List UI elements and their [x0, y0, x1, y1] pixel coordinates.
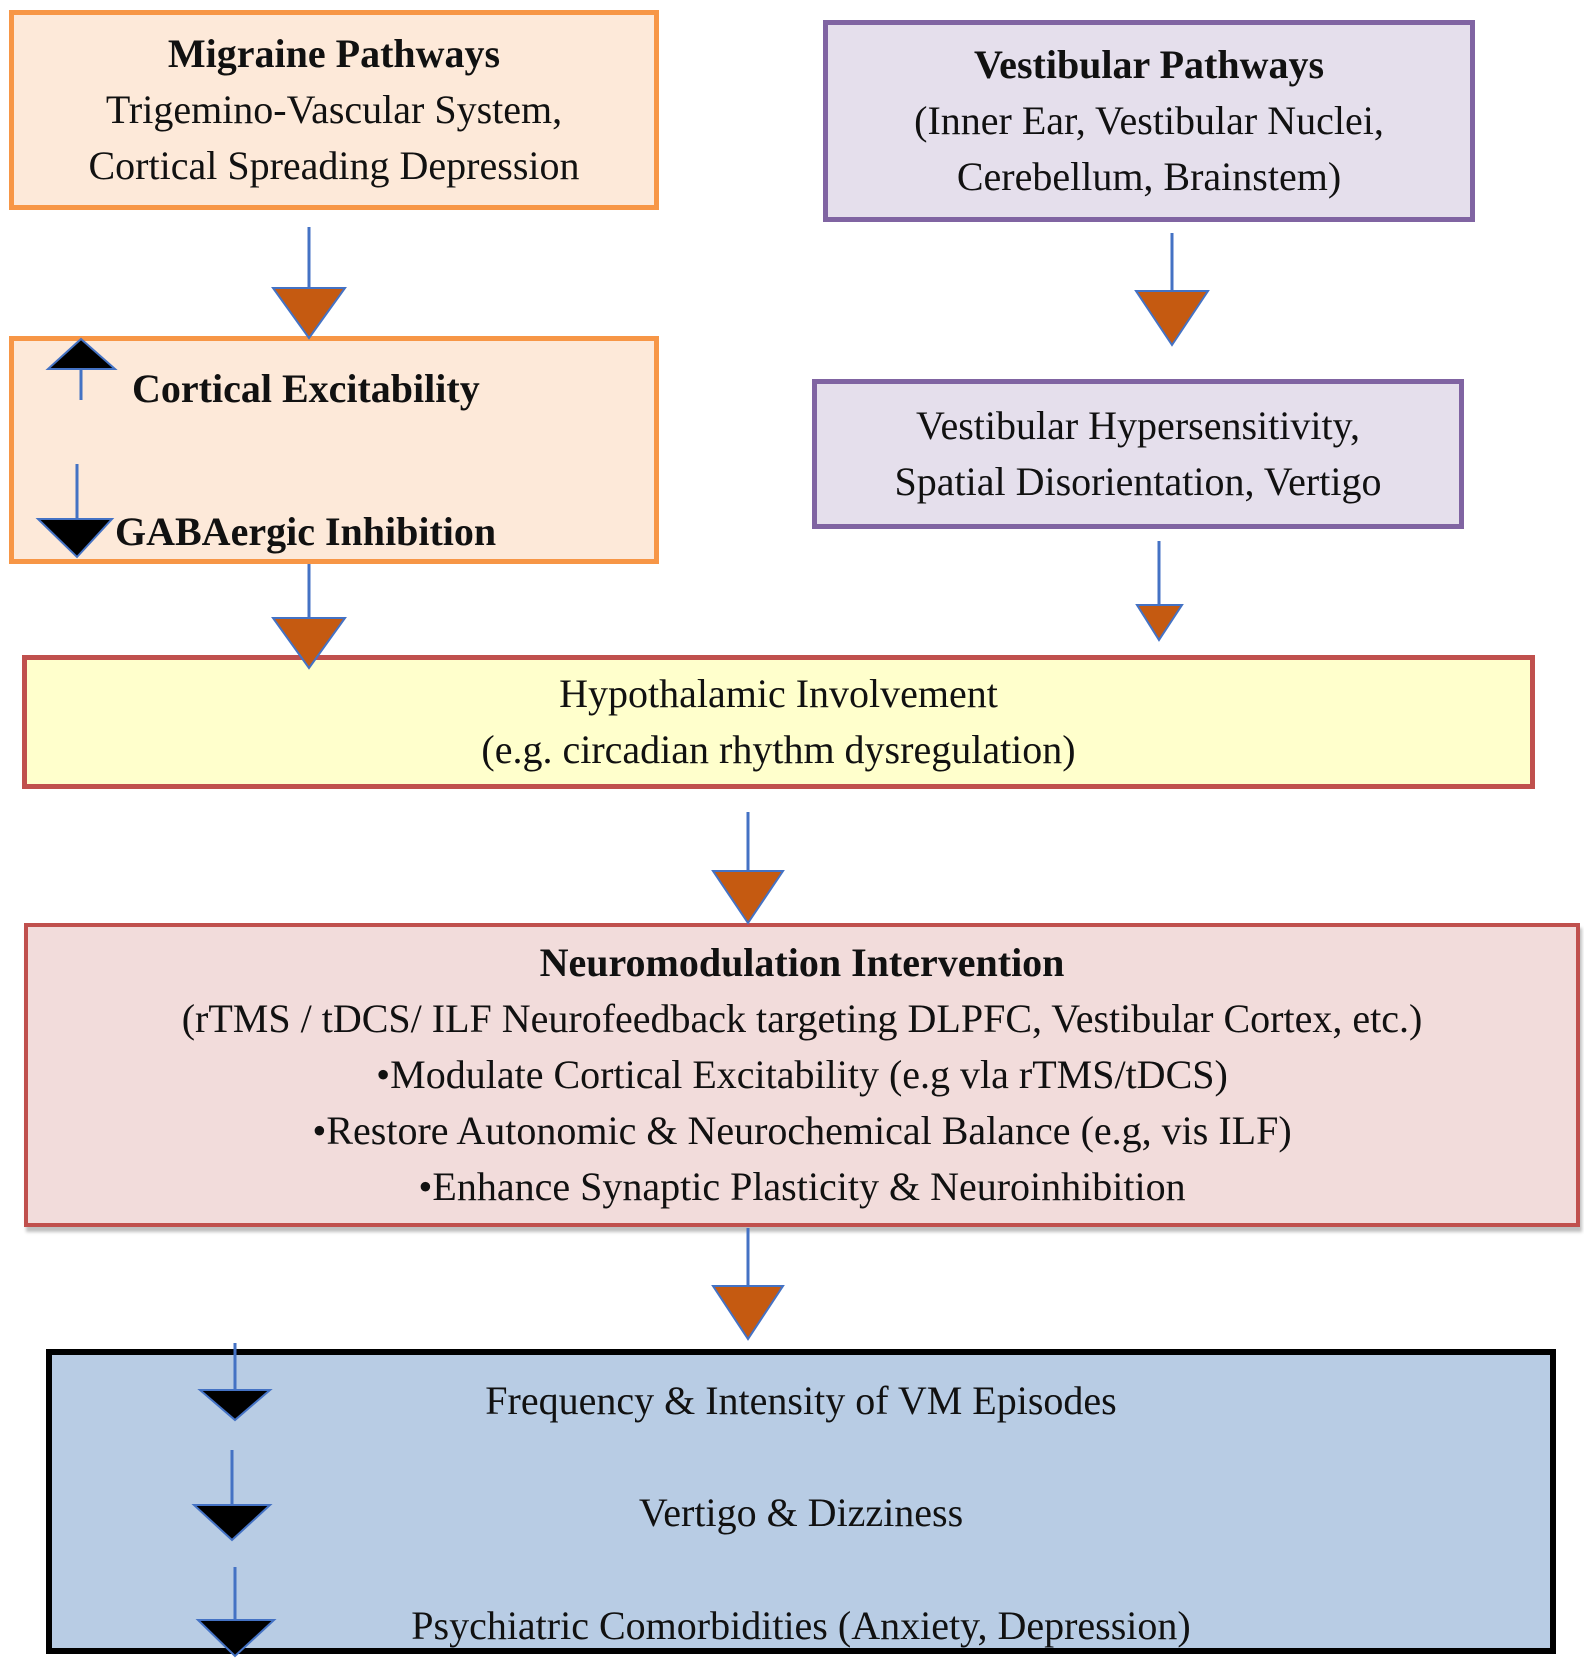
cortical-excitability-box: Cortical Excitability GABAergic Inhibiti…	[9, 336, 659, 564]
vestibular-pathways-line-2: Cerebellum, Brainstem)	[956, 154, 1342, 199]
hypothalamic-line-2: (e.g. circadian rhythm dysregulation)	[481, 727, 1076, 772]
vestibular-symptoms-box: Vestibular Hypersensitivity, Spatial Dis…	[812, 379, 1464, 529]
migraine-pathways-title: Migraine Pathways	[167, 31, 501, 76]
outcome-vm-episodes: Frequency & Intensity of VM Episodes	[485, 1378, 1117, 1423]
neuromodulation-targets: (rTMS / tDCS/ ILF Neurofeedback targetin…	[181, 996, 1423, 1041]
cortical-excitability-label: Cortical Excitability	[132, 366, 480, 411]
arrow-symptoms-to-hypothalamic	[1135, 541, 1184, 642]
arrow-cortical-to-hypothalamic	[271, 564, 347, 670]
vestibular-pathways-line-1: (Inner Ear, Vestibular Nuclei,	[914, 98, 1384, 143]
hypothalamic-line-1: Hypothalamic Involvement	[559, 671, 998, 716]
migraine-pathways-line-1: Trigemino-Vascular System,	[105, 87, 563, 132]
vestibular-symptoms-line-1: Vestibular Hypersensitivity,	[915, 403, 1360, 448]
neuromodulation-title: Neuromodulation Intervention	[539, 940, 1065, 985]
vestibular-pathways-title: Vestibular Pathways	[973, 42, 1325, 87]
neuromodulation-bullet-1: •Modulate Cortical Excitability (e.g vla…	[376, 1052, 1228, 1097]
vestibular-pathways-box: Vestibular Pathways (Inner Ear, Vestibul…	[823, 20, 1475, 222]
vestibular-symptoms-line-2: Spatial Disorientation, Vertigo	[894, 459, 1382, 504]
gabaergic-inhibition-label: GABAergic Inhibition	[115, 509, 497, 554]
arrow-head-icon	[711, 1285, 785, 1341]
migraine-pathways-line-2: Cortical Spreading Depression	[88, 143, 580, 188]
arrow-head-icon	[271, 287, 347, 340]
neuromodulation-intervention-box: Neuromodulation Intervention (rTMS / tDC…	[24, 923, 1580, 1227]
outcomes-box: Frequency & Intensity of VM Episodes Ver…	[46, 1349, 1556, 1654]
neuromodulation-bullet-2: •Restore Autonomic & Neurochemical Balan…	[312, 1108, 1292, 1153]
neuromodulation-bullet-3: •Enhance Synaptic Plasticity & Neuroinhi…	[418, 1164, 1186, 1209]
arrow-vestibular-to-symptoms	[1134, 233, 1210, 347]
arrow-head-icon	[1135, 604, 1184, 642]
outcome-psychiatric-comorbidities: Psychiatric Comorbidities (Anxiety, Depr…	[411, 1603, 1191, 1648]
arrow-neuromodulation-to-outcomes	[711, 1228, 785, 1341]
hypothalamic-involvement-box: Hypothalamic Involvement (e.g. circadian…	[22, 655, 1535, 789]
outcome-vertigo-dizziness: Vertigo & Dizziness	[638, 1490, 964, 1535]
arrow-head-icon	[711, 870, 785, 925]
arrow-head-icon	[1134, 290, 1210, 347]
migraine-pathways-box: Migraine Pathways Trigemino-Vascular Sys…	[9, 10, 659, 210]
arrow-migraine-to-cortical	[271, 227, 347, 340]
arrow-hypothalamic-to-neuromodulation	[711, 812, 785, 925]
